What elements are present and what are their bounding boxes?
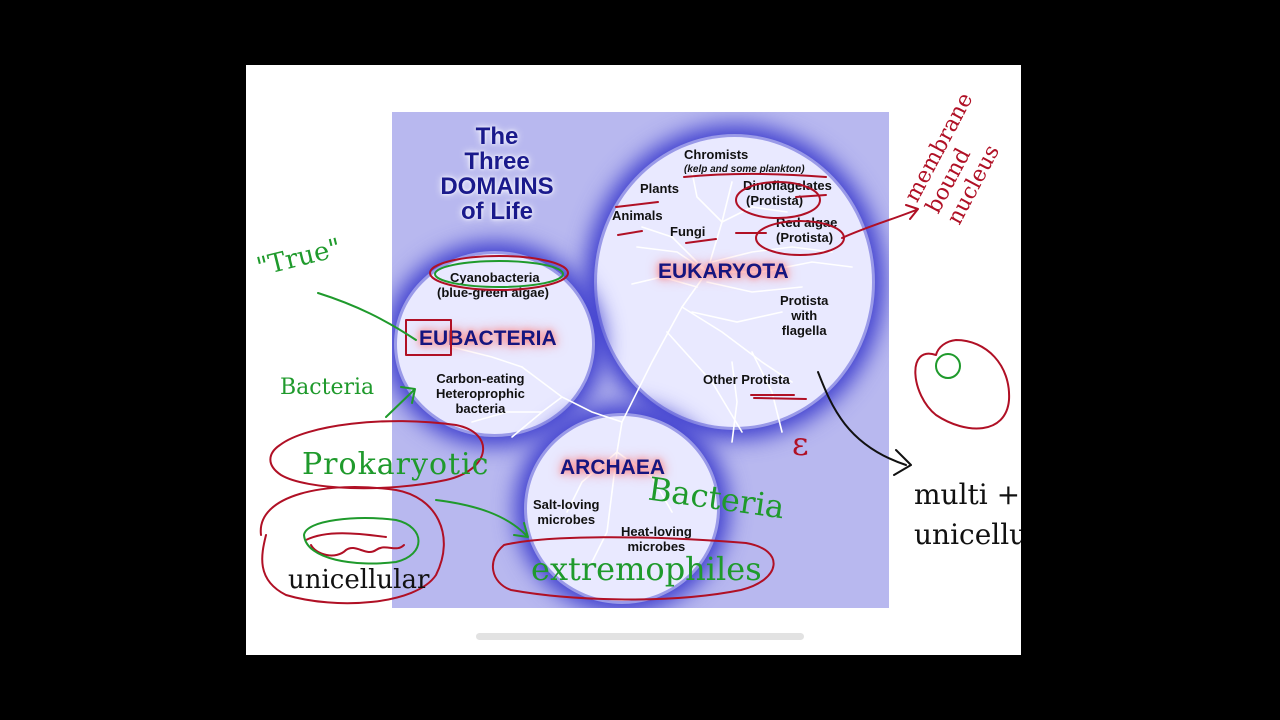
- annotation-line: unicellular: [914, 518, 1021, 551]
- prokaryotic-circle-mark: [269, 420, 484, 490]
- label-red-algae-note: (Protista): [776, 230, 834, 245]
- unicellular-inner-mark: [303, 517, 420, 565]
- label-heat-loving: Heat-loving microbes: [621, 524, 692, 554]
- label-salt-loving: Salt-loving microbes: [533, 497, 599, 527]
- label-line: bacteria: [455, 401, 506, 416]
- annotation-bacteria-left: Bacteria: [280, 375, 375, 400]
- label-red-algae: Red algae: [776, 215, 838, 230]
- title-line: DOMAINS: [440, 173, 554, 200]
- arrow-to-nucleus: [841, 204, 919, 239]
- extremophiles-circle-mark: [491, 536, 775, 601]
- other-protista-underline: [750, 394, 807, 400]
- annotation-extremophiles: extremophiles: [531, 550, 762, 588]
- label-line: microbes: [537, 512, 596, 527]
- title-line: Three: [464, 148, 530, 175]
- label-line: Heat-loving: [621, 524, 692, 539]
- annotation-unicellular: unicellular: [288, 565, 430, 595]
- archaea-circle: [527, 416, 717, 601]
- label-line: Protista: [780, 293, 829, 308]
- label-animals: Animals: [612, 208, 663, 223]
- label-protista-flagella: Protista with flagella: [780, 293, 828, 338]
- diagram-title: The Three DOMAINS of Life: [422, 124, 572, 224]
- nucleus-mark: [935, 353, 961, 379]
- true-arrow: [317, 292, 417, 341]
- label-cyanobacteria: Cyanobacteria: [450, 270, 540, 285]
- unicellular-cell-outline: [259, 486, 445, 605]
- label-other-protista: Other Protista: [703, 372, 790, 387]
- domain-archaea: ARCHAEA: [560, 456, 665, 479]
- scrollbar[interactable]: [476, 633, 804, 640]
- annotation-epsilon: ε: [792, 425, 809, 463]
- three-domains-diagram: The Three DOMAINS of Life EUKARYOTA EUBA…: [392, 112, 889, 608]
- eubacteria-box-mark: [405, 319, 452, 356]
- tree-branches: [451, 171, 853, 563]
- label-line: with: [791, 308, 818, 323]
- prokaryotic-arrow: [435, 499, 529, 538]
- dinoflagelates-circle-mark: [735, 181, 821, 219]
- domain-eukaryota: EUKARYOTA: [658, 260, 789, 283]
- eukaryota-underlines: [615, 194, 827, 244]
- cyanobacteria-circle-mark: [429, 255, 569, 291]
- label-line: microbes: [627, 539, 686, 554]
- label-plants: Plants: [640, 181, 680, 196]
- chromists-underline: [683, 173, 827, 178]
- eukaryote-cell-sketch: [914, 339, 1011, 430]
- label-chromists: Chromists: [684, 147, 749, 162]
- red-algae-circle-mark: [755, 220, 845, 256]
- title-line: of Life: [461, 198, 533, 225]
- annotation-prokaryotic: Prokaryotic: [302, 447, 490, 482]
- label-fungi: Fungi: [670, 224, 706, 239]
- bacteria-arrow: [385, 386, 416, 418]
- label-line: Carbon-eating: [436, 371, 525, 386]
- annotation-line: multi +: [914, 478, 1021, 511]
- label-carbon-eating: Carbon-eating Heteroprophic bacteria: [436, 371, 525, 416]
- multi-arrow: [817, 371, 912, 476]
- label-dinoflagelates-note: (Protista): [746, 193, 804, 208]
- label-chromists-note: (kelp and some plankton): [684, 164, 805, 175]
- title-line: The: [475, 123, 519, 150]
- whiteboard-page: The Three DOMAINS of Life EUKARYOTA EUBA…: [246, 65, 1021, 655]
- dna-scribble: [305, 532, 405, 557]
- ink-strokes: [259, 173, 1011, 605]
- label-line: Heteroprophic: [436, 386, 525, 401]
- label-line: Salt-loving: [533, 497, 600, 512]
- annotation-multi-unicellular: multi + unicellular: [914, 475, 1021, 555]
- eubacteria-circle: [397, 254, 592, 434]
- label-line: flagella: [781, 323, 827, 338]
- cyanobacteria-green-mark: [434, 260, 564, 288]
- domain-eubacteria: EUBACTERIA: [419, 327, 557, 350]
